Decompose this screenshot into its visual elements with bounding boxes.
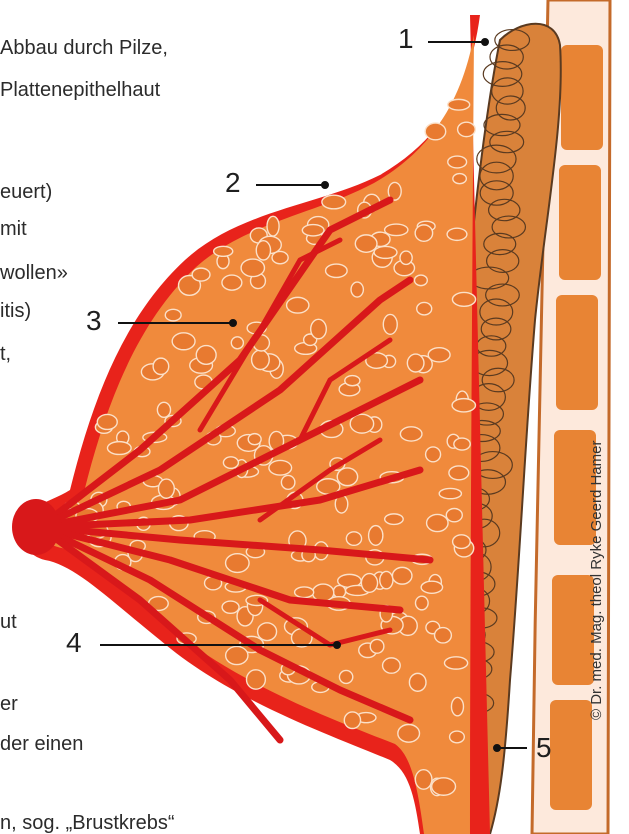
leader-dot-5	[494, 745, 500, 751]
lobule	[172, 333, 195, 350]
lobule	[337, 468, 357, 486]
lobule	[425, 123, 446, 140]
rib-6	[550, 700, 592, 810]
lobule	[428, 348, 450, 362]
lobule	[383, 314, 397, 334]
lobule	[226, 554, 250, 573]
lobule	[157, 402, 170, 417]
lobule	[287, 297, 309, 313]
lobule	[226, 646, 248, 664]
lobule	[295, 587, 314, 598]
lobule	[444, 657, 467, 669]
lobule	[374, 246, 397, 258]
lobule	[432, 778, 456, 795]
lobule	[267, 216, 279, 236]
leader-dot-2	[322, 182, 328, 188]
lobule	[165, 309, 181, 321]
lobule	[417, 302, 432, 314]
lobule	[452, 399, 475, 412]
lobule	[426, 447, 441, 462]
lobule	[241, 259, 264, 277]
callout-1: 1	[398, 24, 414, 54]
lobule	[196, 346, 216, 365]
lobule	[415, 596, 428, 610]
lobule	[392, 567, 412, 584]
lobule	[398, 724, 420, 742]
nipple	[12, 499, 60, 555]
lobule	[447, 228, 467, 240]
lobule	[450, 731, 465, 743]
lobule	[439, 488, 461, 498]
lobule	[258, 623, 277, 641]
callout-3: 3	[86, 306, 102, 336]
lobule	[448, 99, 470, 110]
lobule	[448, 156, 467, 168]
copyright-notice: © Dr. med. Mag. theol Ryke Geerd Hamer	[588, 441, 605, 721]
lobule	[415, 770, 432, 789]
lobule	[383, 658, 401, 673]
lobule	[223, 457, 238, 468]
lobule	[361, 574, 377, 593]
rib-2	[559, 165, 601, 280]
lobule	[369, 526, 383, 546]
lobule	[345, 376, 360, 386]
lobule	[370, 639, 384, 653]
lobule	[351, 282, 363, 297]
lobule	[256, 241, 270, 260]
lobule	[302, 225, 324, 236]
callout-5: 5	[536, 733, 552, 763]
leader-dot-1	[482, 39, 488, 45]
leader-dot-3	[230, 320, 236, 326]
lobule	[453, 174, 466, 184]
lobule	[246, 670, 265, 689]
lobule	[222, 275, 242, 290]
lobule	[400, 251, 412, 264]
lobule	[214, 246, 233, 256]
lobule	[97, 414, 117, 429]
lobule	[158, 479, 174, 498]
lobule	[344, 712, 360, 729]
lobule	[449, 466, 469, 480]
lobule	[231, 337, 243, 349]
rib-3	[556, 295, 598, 410]
lobule	[192, 268, 210, 281]
lobule	[385, 514, 403, 525]
lobule	[380, 571, 393, 588]
lobule	[346, 532, 361, 546]
lobule	[409, 673, 426, 691]
callout-2: 2	[225, 168, 241, 198]
lobule	[281, 475, 294, 489]
callout-4: 4	[66, 628, 82, 658]
lobule	[458, 122, 476, 136]
lobule	[407, 354, 424, 372]
lobule	[350, 414, 373, 433]
lobule	[421, 581, 442, 593]
rib-1	[561, 45, 603, 150]
lobule	[446, 508, 462, 521]
lobule	[339, 670, 352, 683]
lobule	[269, 460, 292, 475]
lobule	[385, 224, 408, 236]
lobule	[454, 438, 470, 450]
lobule	[452, 292, 475, 306]
lobule	[400, 427, 422, 441]
lobule	[435, 628, 452, 643]
lobule	[222, 601, 239, 613]
lobule	[451, 697, 463, 715]
lobule	[252, 350, 270, 369]
lobule	[311, 319, 327, 338]
lobule	[248, 434, 261, 445]
lobule	[427, 514, 448, 531]
lobule	[326, 264, 348, 277]
lobule	[322, 195, 346, 209]
lobule	[107, 442, 131, 455]
lobule	[453, 535, 471, 549]
lobule	[415, 275, 428, 286]
leader-dot-4	[334, 642, 340, 648]
lobule	[415, 225, 432, 241]
lobule	[355, 235, 377, 252]
lobule	[153, 358, 169, 374]
